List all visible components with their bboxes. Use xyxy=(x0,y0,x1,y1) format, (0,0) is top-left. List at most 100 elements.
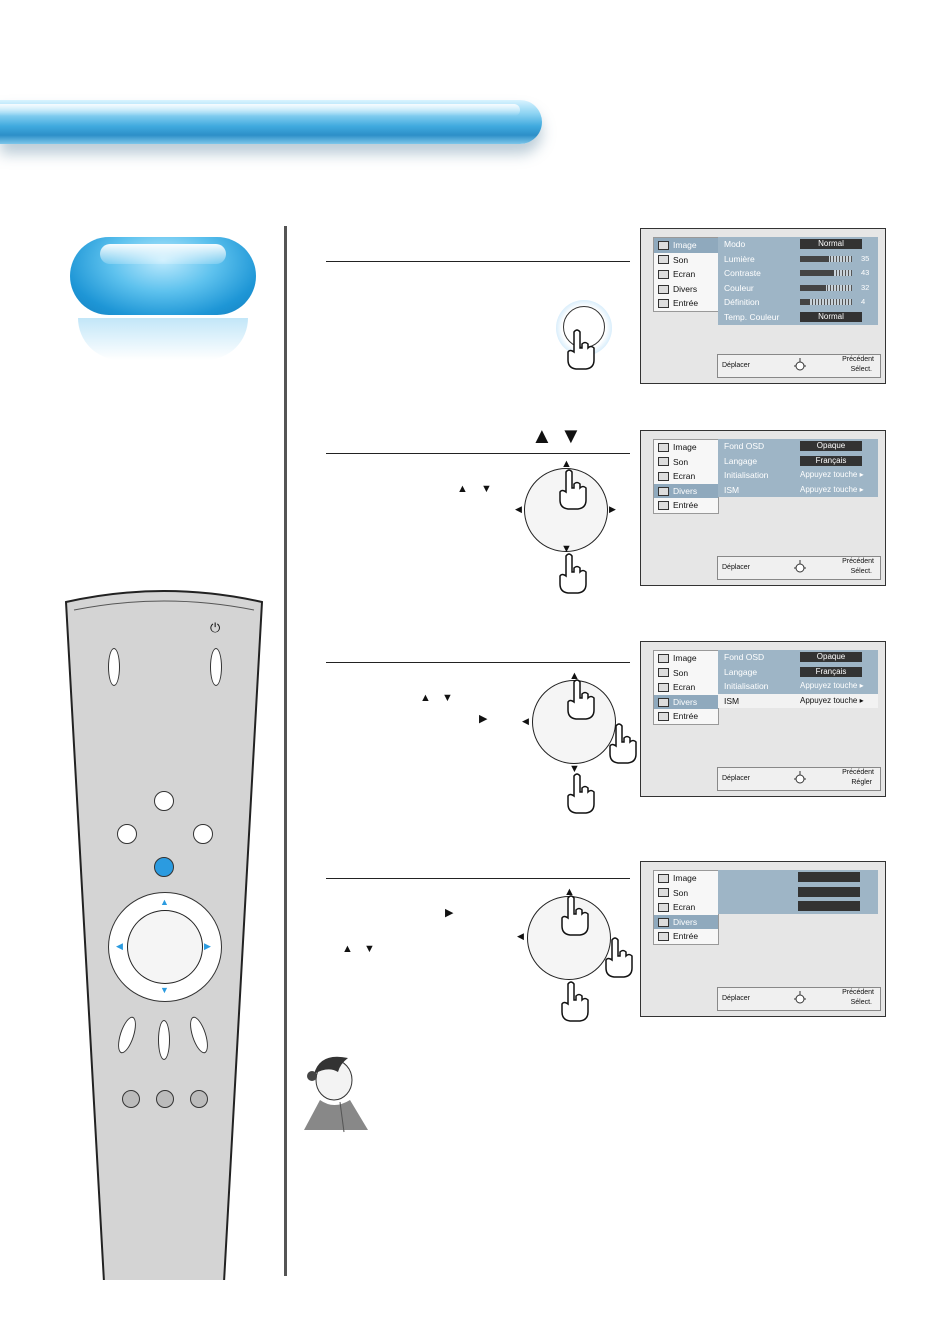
osd-menu-item[interactable]: Divers xyxy=(654,282,718,297)
step-3-rule xyxy=(326,662,630,663)
power-icon[interactable]: ⏻ xyxy=(210,620,221,635)
menu-item-icon xyxy=(658,697,669,707)
up-arrow-icon: ▲ xyxy=(569,670,580,682)
osd-menu-label: Image xyxy=(673,442,697,452)
osd-menu-item[interactable]: Entrée xyxy=(654,498,718,513)
osd-menu-item[interactable]: Divers xyxy=(654,694,718,710)
remote-joystick[interactable] xyxy=(127,910,203,984)
osd-row-value: Opaque xyxy=(800,652,862,662)
osd-menu-label: Son xyxy=(673,456,689,467)
osd-menu-item[interactable]: Son xyxy=(654,886,718,901)
up-arrow-icon: ▲ xyxy=(420,692,431,704)
osd-menu-item[interactable]: Entrée xyxy=(654,709,718,724)
up-arrow-icon: ▲ xyxy=(561,458,572,470)
osd-row[interactable] xyxy=(718,870,878,885)
remote-oval-button-left[interactable] xyxy=(108,648,120,686)
left-arrow-icon: ◀ xyxy=(517,931,524,941)
osd-menu-label: Son xyxy=(673,254,689,265)
remote-gray-button[interactable] xyxy=(156,1090,174,1108)
menu-item-icon xyxy=(658,682,669,692)
column-divider xyxy=(284,226,287,1276)
osd-level-bar xyxy=(800,270,852,277)
osd-menu-item[interactable]: Image xyxy=(654,440,718,455)
osd-menu-item[interactable]: Image xyxy=(654,238,718,253)
osd-menu-item[interactable]: Ecran xyxy=(654,900,718,915)
menu-item-icon xyxy=(658,653,669,663)
osd-menu-item[interactable]: Divers xyxy=(654,483,718,499)
remote-gray-button[interactable] xyxy=(122,1090,140,1108)
menu-item-icon xyxy=(658,932,669,942)
remote-button-top[interactable] xyxy=(154,791,174,811)
osd-menu-item[interactable]: Entrée xyxy=(654,929,718,944)
step-4-rule xyxy=(326,878,630,879)
hand-pointer-icon xyxy=(561,981,589,1022)
osd-menu-item[interactable]: Image xyxy=(654,651,718,666)
hand-pointer-icon xyxy=(559,469,587,510)
osd-joystick-icon xyxy=(794,771,806,784)
remote-oval-button[interactable] xyxy=(158,1020,170,1060)
remote-oval-button-right[interactable] xyxy=(210,648,222,686)
osd-menu-label: Entrée xyxy=(673,931,699,942)
osd-menu-item[interactable]: Son xyxy=(654,666,718,681)
menu-item-icon xyxy=(658,873,669,883)
down-arrow-icon: ▼ xyxy=(481,483,492,495)
osd-menu-item[interactable]: Image xyxy=(654,871,718,886)
osd-row-label: Langage xyxy=(724,455,758,466)
up-arrow-icon: ▲ xyxy=(160,897,169,907)
osd-menu-label: Ecran xyxy=(673,902,696,913)
left-arrow-icon: ◀ xyxy=(522,716,529,726)
osd-row-label: Couleur xyxy=(724,282,754,293)
osd-menu-item[interactable]: Ecran xyxy=(654,267,718,282)
osd-menu-item[interactable]: Ecran xyxy=(654,469,718,484)
remote-menu-button[interactable] xyxy=(154,857,174,877)
up-arrow-icon: ▲ xyxy=(564,886,575,898)
remote-gray-button[interactable] xyxy=(190,1090,208,1108)
up-arrow-icon: ▲ xyxy=(531,423,553,448)
remote-button-right[interactable] xyxy=(193,824,213,844)
osd-level-bar xyxy=(800,255,852,262)
osd-menu-item[interactable]: Ecran xyxy=(654,680,718,695)
osd-row[interactable] xyxy=(718,899,878,914)
osd-footer-move: Déplacer xyxy=(722,362,751,369)
osd-menu-item[interactable]: Divers xyxy=(654,914,718,930)
osd-row-value: Normal xyxy=(800,311,862,322)
osd-row[interactable] xyxy=(718,885,878,900)
osd-menu-label: Son xyxy=(673,887,689,898)
osd-level-bar xyxy=(800,284,852,291)
osd-menu-item[interactable]: Son xyxy=(654,455,718,470)
osd-footer-back: Précédent xyxy=(842,356,874,363)
osd-menu-label: Son xyxy=(673,667,689,678)
osd-row-value-box xyxy=(798,872,860,882)
osd-menu-item[interactable]: Son xyxy=(654,253,718,268)
osd-menu-item[interactable]: Entrée xyxy=(654,296,718,311)
osd-menu-label: Entrée xyxy=(673,298,699,309)
note-person-illustration xyxy=(304,1056,368,1133)
remote-button-left[interactable] xyxy=(117,824,137,844)
osd-row-value: Appuyez touche ▸ xyxy=(800,470,864,480)
osd-menu-label: Divers xyxy=(673,696,698,707)
osd-level-fill xyxy=(800,255,829,262)
osd-menu-label: Divers xyxy=(673,485,698,496)
osd-menu-label: Ecran xyxy=(673,269,696,280)
